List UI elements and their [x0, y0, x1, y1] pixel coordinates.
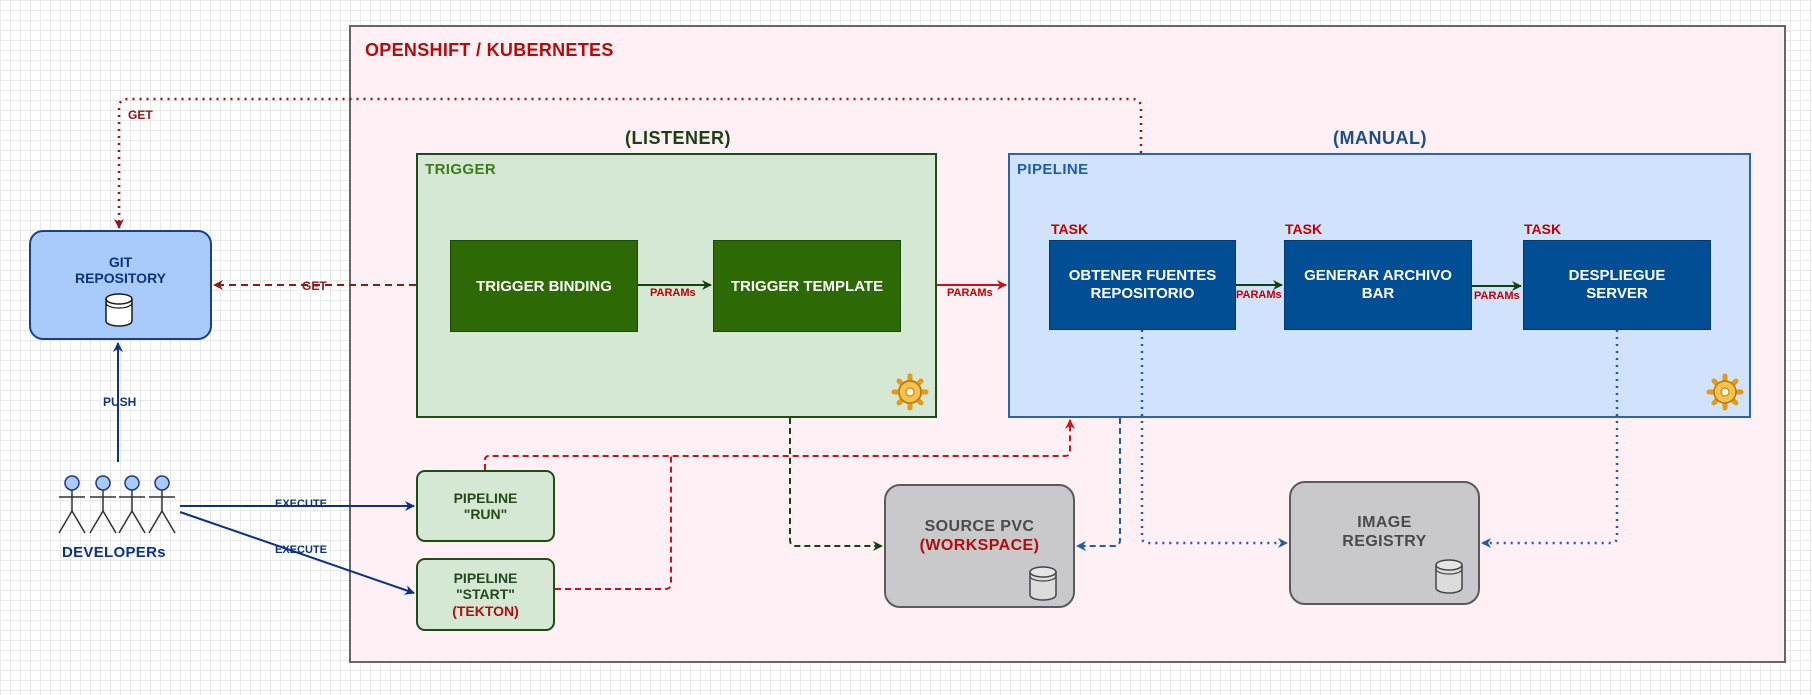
edge-get-top — [114, 97, 1143, 229]
database-icon — [1029, 566, 1057, 601]
edge-label-push: PUSH — [101, 395, 139, 409]
pvc-line2: (WORKSPACE) — [919, 537, 1040, 554]
params-label-task1-task2: PARAMs — [1236, 289, 1282, 301]
git-line1: GIT — [108, 254, 133, 270]
edge-pipeline-pvc — [1076, 418, 1121, 551]
start-line2: "START" — [456, 586, 515, 603]
trigger-title: TRIGGER — [425, 161, 497, 178]
database-icon — [105, 293, 133, 327]
task-2-line2: BAR — [1361, 285, 1395, 302]
task-tag-1: TASK — [1051, 221, 1089, 237]
task-tag-2: TASK — [1285, 221, 1323, 237]
run-line2: "RUN" — [463, 506, 508, 522]
pipeline-title: PIPELINE — [1017, 161, 1089, 178]
gear-icon — [891, 373, 929, 411]
task-generar-archivo: GENERAR ARCHIVO BAR — [1284, 240, 1472, 330]
listener-label: (LISTENER) — [625, 127, 731, 148]
developers-label: DEVELOPERs — [62, 544, 166, 561]
edge-task3-registry — [1481, 330, 1619, 548]
edge-task1-registry — [1140, 330, 1288, 548]
params-label-trigger-pipeline: PARAMs — [947, 287, 993, 299]
task-despliegue-server: DESPLIEGUE SERVER — [1523, 240, 1711, 330]
start-line1: PIPELINE — [453, 570, 518, 587]
edge-run-pipeline — [484, 419, 1075, 470]
manual-label: (MANUAL) — [1333, 127, 1427, 148]
pipeline-run-box: PIPELINE "RUN" — [416, 470, 555, 542]
registry-line1: IMAGE — [1357, 513, 1412, 531]
database-icon — [1435, 559, 1463, 594]
task-tag-3: TASK — [1524, 221, 1562, 237]
start-line3: (TEKTON) — [452, 602, 519, 619]
params-label-binding-template: PARAMs — [650, 287, 696, 299]
pvc-line1: SOURCE PVC — [924, 517, 1035, 535]
pipeline-start-box: PIPELINE "START" (TEKTON) — [416, 558, 555, 631]
edge-label-execute-start: EXECUTE — [273, 544, 329, 556]
task-3-line1: DESPLIEGUE — [1568, 267, 1666, 284]
task-2-line1: GENERAR ARCHIVO — [1304, 267, 1452, 284]
gear-icon — [1706, 373, 1744, 411]
developers-icon — [58, 475, 176, 534]
edge-label-get-top: GET — [128, 108, 153, 122]
registry-line2: REGISTRY — [1342, 533, 1427, 550]
trigger-binding-box: TRIGGER BINDING — [450, 240, 638, 332]
task-1-line1: OBTENER FUENTES — [1068, 267, 1217, 284]
trigger-template-box: TRIGGER TEMPLATE — [713, 240, 901, 332]
task-1-line2: REPOSITORIO — [1090, 285, 1195, 302]
task-obtener-fuentes: OBTENER FUENTES REPOSITORIO — [1049, 240, 1236, 330]
task-3-line2: SERVER — [1586, 285, 1648, 302]
openshift-title: OPENSHIFT / KUBERNETES — [365, 40, 614, 60]
run-line1: PIPELINE — [453, 489, 518, 506]
edge-start-pipeline — [555, 456, 672, 590]
edge-trigger-pvc — [789, 418, 883, 551]
git-line2: REPOSITORY — [74, 270, 167, 287]
edge-execute-start — [179, 511, 415, 595]
params-label-task2-task3: PARAMs — [1474, 290, 1520, 302]
